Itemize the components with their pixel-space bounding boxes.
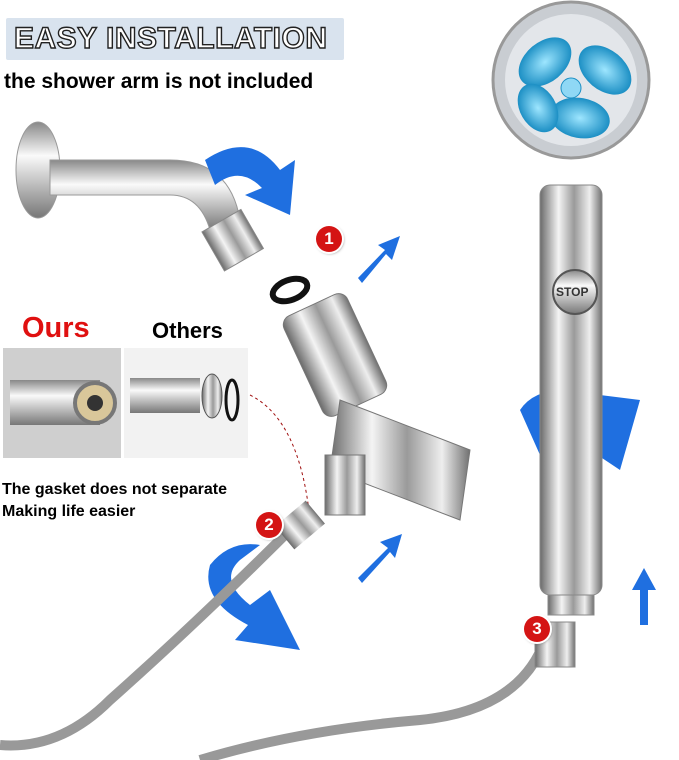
- gasket: [269, 275, 311, 305]
- stop-button-label: STOP: [556, 285, 589, 299]
- up-arrow-2: [358, 534, 402, 583]
- ours-label: Ours: [22, 312, 90, 344]
- gasket-note-line2: Making life easier: [2, 503, 136, 520]
- step-badge-3: 3: [524, 616, 550, 642]
- others-label: Others: [152, 318, 223, 343]
- step-badge-1: 1: [316, 226, 342, 252]
- gasket-note-line1: The gasket does not separate: [2, 481, 227, 498]
- showerhead: [491, 0, 651, 616]
- title-banner: [6, 18, 344, 60]
- shower-arm: [15, 121, 265, 272]
- hose: [0, 516, 550, 760]
- diverter-valve: [282, 293, 471, 521]
- step-badge-2: 2: [256, 512, 282, 538]
- rotate-arrow-hose: [208, 544, 300, 650]
- rotate-arrow-arm: [205, 147, 295, 215]
- page-title: EASY INSTALLATION: [13, 21, 328, 55]
- subtitle: the shower arm is not included: [4, 70, 314, 93]
- stop-button: [552, 269, 598, 315]
- up-arrow-3: [632, 568, 656, 625]
- up-arrow-1: [358, 236, 400, 283]
- fan-blades: [517, 37, 632, 139]
